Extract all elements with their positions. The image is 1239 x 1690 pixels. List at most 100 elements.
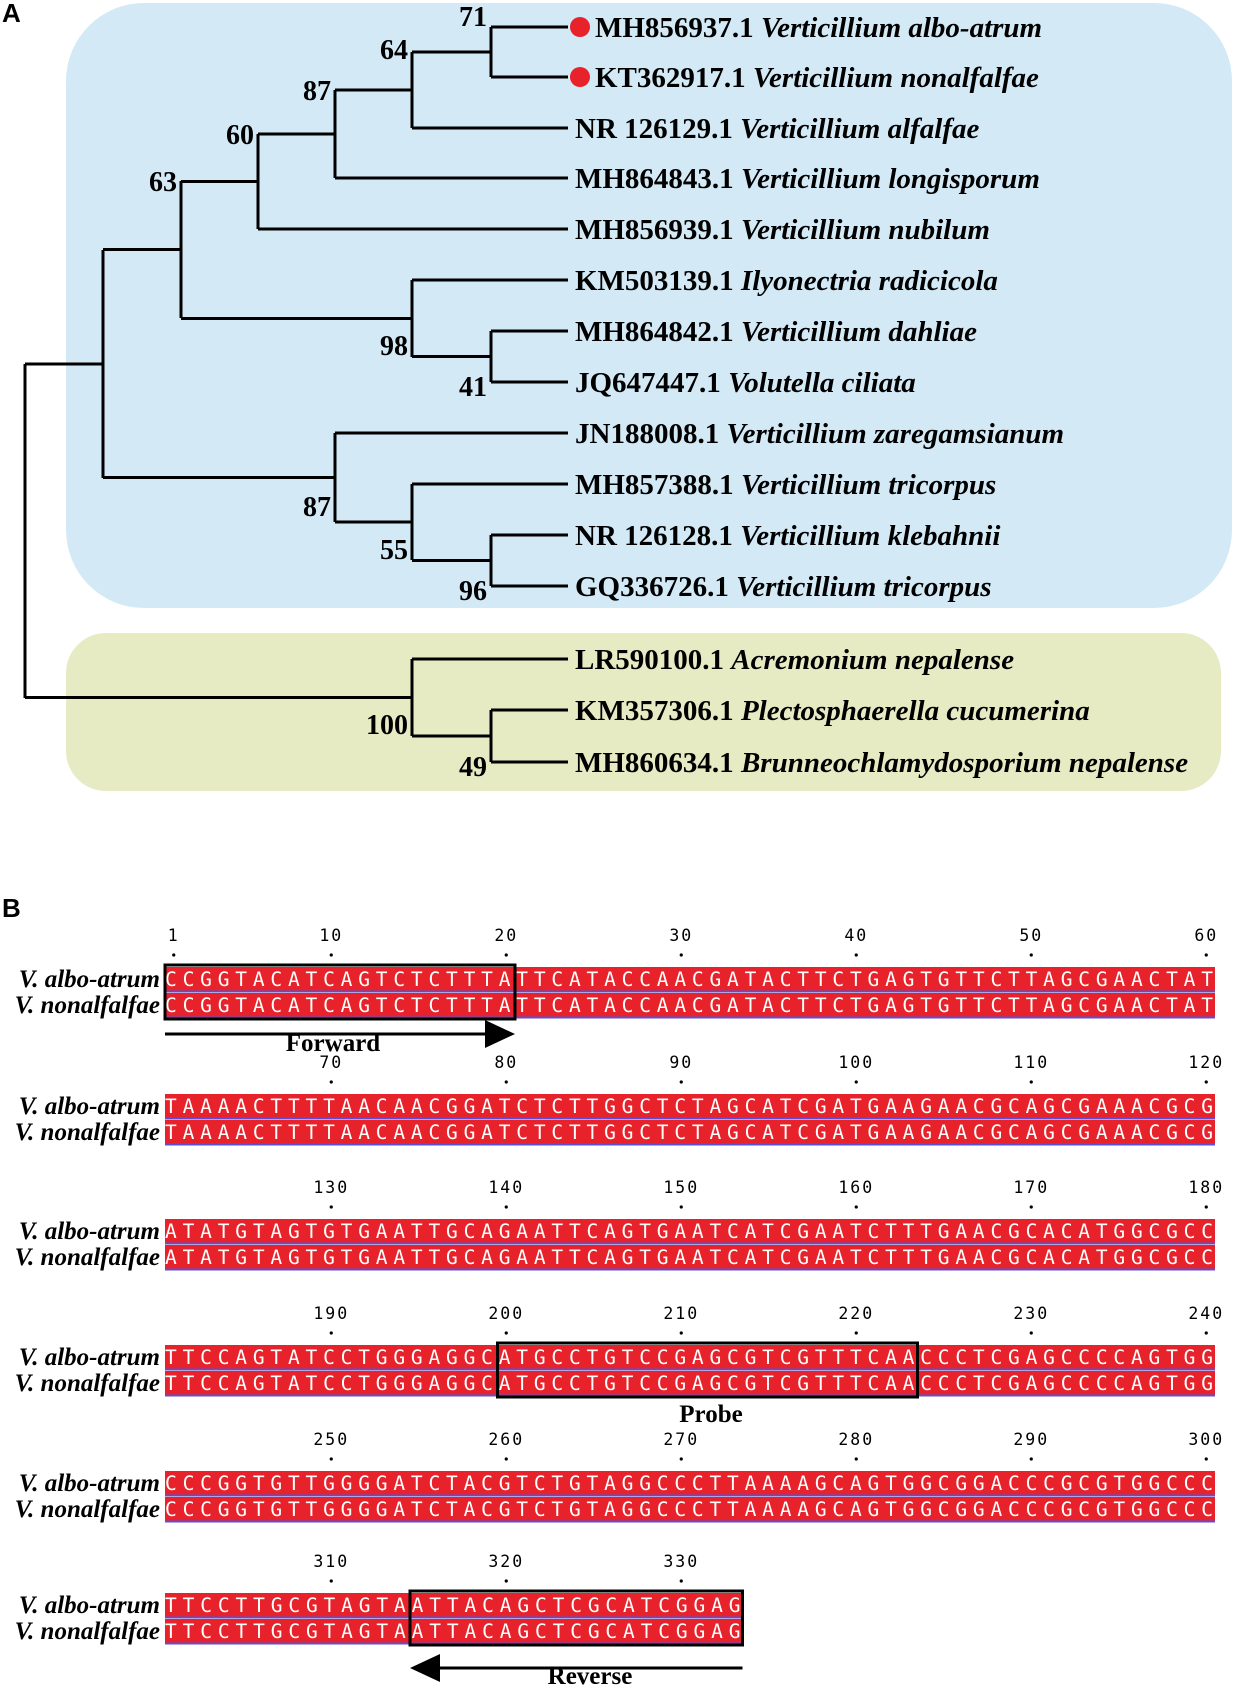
identity-background xyxy=(165,967,1215,991)
ruler-tick-label: 310 xyxy=(313,1552,349,1571)
taxon-accession: MH856937.1 xyxy=(595,12,761,44)
sequence-name: V. albo-atrum xyxy=(19,1592,160,1619)
taxon-label: MH856939.1 Verticillium nubilum xyxy=(575,214,990,246)
ruler-tick-label: 170 xyxy=(1013,1178,1049,1197)
ruler-tick-dot xyxy=(329,1080,333,1084)
highlight-dot-icon xyxy=(570,67,590,87)
taxon-label: MH864842.1 Verticillium dahliae xyxy=(575,316,977,348)
sequence-name: V. nonalfalfae xyxy=(15,1370,160,1397)
ruler-tick-dot xyxy=(854,1457,858,1461)
identity-background xyxy=(165,1619,743,1643)
ruler-tick-dot xyxy=(504,1331,508,1335)
ruler-tick-label: 300 xyxy=(1188,1430,1224,1449)
taxon-species: Volutella ciliata xyxy=(728,367,916,399)
panel-label-a: A xyxy=(2,0,21,28)
bootstrap-value: 87 xyxy=(303,76,331,107)
taxon-accession: MH864842.1 xyxy=(575,316,741,348)
ruler-tick-dot xyxy=(679,1579,683,1583)
taxon-accession: NR 126128.1 xyxy=(575,520,740,552)
taxon-accession: KT362917.1 xyxy=(595,62,753,94)
ruler-tick-label: 330 xyxy=(663,1552,699,1571)
ruler-tick-label: 50 xyxy=(1019,926,1043,945)
taxon-accession: MH857388.1 xyxy=(575,469,741,501)
identity-background xyxy=(165,1345,1215,1369)
ruler-tick-dot xyxy=(854,1205,858,1209)
taxon-label: KM357306.1 Plectosphaerella cucumerina xyxy=(575,695,1090,727)
bootstrap-value: 55 xyxy=(380,535,408,566)
sequence-name: V. albo-atrum xyxy=(19,1093,160,1120)
ruler-tick-label: 270 xyxy=(663,1430,699,1449)
taxon-species: Verticillium longisporum xyxy=(741,163,1040,195)
ruler-tick-dot xyxy=(1029,1080,1033,1084)
taxon-label: KT362917.1 Verticillium nonalfalfae xyxy=(595,62,1039,94)
ruler-tick-dot xyxy=(1029,1205,1033,1209)
reverse-arrow-head-icon xyxy=(410,1654,440,1682)
sequence-name: V. nonalfalfae xyxy=(15,1244,160,1271)
taxon-accession: JQ647447.1 xyxy=(575,367,728,399)
ruler-tick-label: 1 xyxy=(168,926,180,945)
sequence-name: V. albo-atrum xyxy=(19,1470,160,1497)
sequence-text: TTCCTTGCGTAGTAATTACAGCTCGCATCGGAG xyxy=(165,1620,741,1643)
ruler-tick-label: 100 xyxy=(838,1053,874,1072)
ruler-tick-label: 130 xyxy=(313,1178,349,1197)
ruler-tick-dot xyxy=(329,1579,333,1583)
bootstrap-value: 60 xyxy=(226,120,254,151)
taxon-species: Verticillium tricorpus xyxy=(736,571,991,603)
taxon-accession: GQ336726.1 xyxy=(575,571,736,603)
ruler-tick-label: 290 xyxy=(1013,1430,1049,1449)
ruler-tick-label: 30 xyxy=(669,926,693,945)
taxon-accession: KM503139.1 xyxy=(575,265,741,297)
ruler-tick-label: 10 xyxy=(319,926,343,945)
ruler-tick-dot xyxy=(854,1331,858,1335)
identity-background xyxy=(165,1219,1215,1243)
ruler-tick-dot xyxy=(1204,1080,1208,1084)
sequence-text: TTCCTTGCGTAGTAATTACAGCTCGCATCGGAG xyxy=(165,1594,741,1617)
ruler-tick-dot xyxy=(329,1331,333,1335)
ruler-tick-label: 210 xyxy=(663,1304,699,1323)
ruler-tick-label: 20 xyxy=(494,926,518,945)
identity-background xyxy=(165,1497,1215,1521)
taxon-species: Ilyonectria radicicola xyxy=(740,265,998,297)
ruler-tick-dot xyxy=(1029,1331,1033,1335)
taxon-accession: KM357306.1 xyxy=(575,695,741,727)
bootstrap-value: 96 xyxy=(459,576,487,607)
sequence-name: V. albo-atrum xyxy=(19,1218,160,1245)
ruler-tick-dot xyxy=(854,953,858,957)
ruler-tick-dot xyxy=(504,1080,508,1084)
ruler-tick-dot xyxy=(1204,953,1208,957)
ruler-tick-dot xyxy=(679,953,683,957)
ruler-tick-label: 80 xyxy=(494,1053,518,1072)
outgroup-clade-background xyxy=(66,633,1221,791)
tree-branches xyxy=(23,25,568,764)
ruler-tick-label: 40 xyxy=(844,926,868,945)
taxon-accession: MH864843.1 xyxy=(575,163,741,195)
sequence-name: V. albo-atrum xyxy=(19,966,160,993)
taxon-label: MH860634.1 Brunneochlamydosporium nepale… xyxy=(575,747,1188,779)
identity-background xyxy=(165,993,1215,1017)
highlight-markers xyxy=(570,17,590,87)
taxon-accession: JN188008.1 xyxy=(575,418,726,450)
taxon-species: Verticillium dahliae xyxy=(741,316,977,348)
ruler-tick-label: 250 xyxy=(313,1430,349,1449)
panel-label-b: B xyxy=(2,893,21,923)
probe-box xyxy=(496,1341,919,1399)
ruler-tick-dot xyxy=(854,1080,858,1084)
taxon-species: Brunneochlamydosporium nepalense xyxy=(740,747,1188,779)
taxon-species: Verticillium nonalfalfae xyxy=(753,62,1039,94)
ruler-tick-label: 150 xyxy=(663,1178,699,1197)
taxon-species: Verticillium alfalfae xyxy=(740,113,979,145)
taxon-label: LR590100.1 Acremonium nepalense xyxy=(575,644,1014,676)
ruler-tick-dot xyxy=(679,1080,683,1084)
ruler-tick-dot xyxy=(504,1457,508,1461)
ruler-tick-dot xyxy=(679,1205,683,1209)
identity-background xyxy=(165,1245,1215,1269)
sequence-name: V. nonalfalfae xyxy=(15,1496,160,1523)
taxon-label: KM503139.1 Ilyonectria radicicola xyxy=(575,265,998,297)
ruler-tick-label: 110 xyxy=(1013,1053,1049,1072)
bootstrap-value: 87 xyxy=(303,492,331,523)
